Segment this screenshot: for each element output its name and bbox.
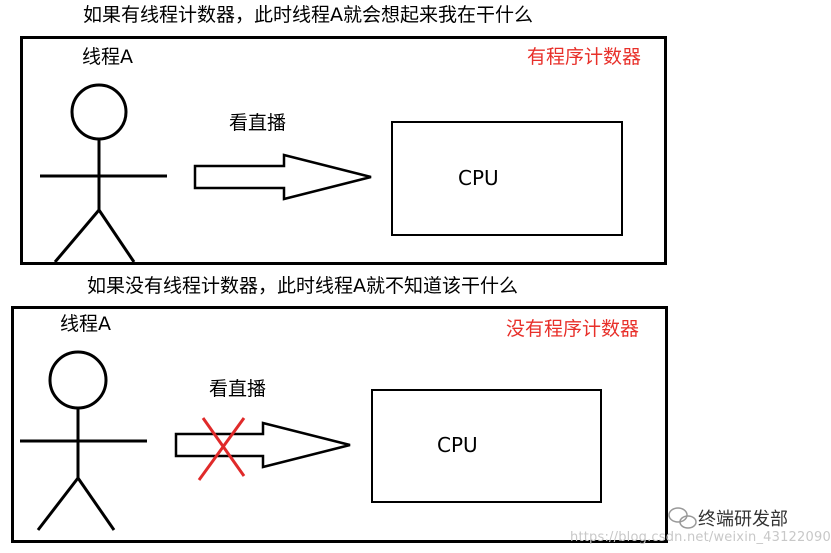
top-cpu-label: CPU	[458, 166, 499, 190]
bottom-stick-figure	[20, 350, 147, 531]
bottom-action-label: 看直播	[209, 378, 267, 400]
top-thread-label: 线程A	[82, 46, 133, 68]
top-stick-figure	[40, 83, 167, 263]
bottom-cpu-box	[371, 389, 602, 503]
top-caption: 如果有线程计数器，此时线程A就会想起来我在干什么	[83, 4, 533, 26]
watermark-url: https://blog.csdn.net/weixin_43122090	[570, 530, 831, 545]
bottom-thread-label: 线程A	[60, 313, 111, 335]
bottom-cpu-label: CPU	[437, 433, 478, 457]
top-action-label: 看直播	[229, 112, 287, 134]
top-panel	[20, 36, 667, 265]
bottom-panel	[11, 306, 668, 543]
bottom-counter-tag: 没有程序计数器	[506, 318, 640, 340]
top-counter-tag: 有程序计数器	[527, 46, 642, 68]
bottom-arrow	[174, 421, 351, 469]
wechat-icon	[668, 507, 697, 529]
top-arrow	[193, 153, 372, 201]
top-cpu-box	[391, 121, 623, 236]
watermark-name: 终端研发部	[698, 509, 788, 530]
bottom-caption: 如果没有线程计数器，此时线程A就不知道该干什么	[87, 275, 518, 297]
red-cross-mark	[197, 417, 246, 481]
